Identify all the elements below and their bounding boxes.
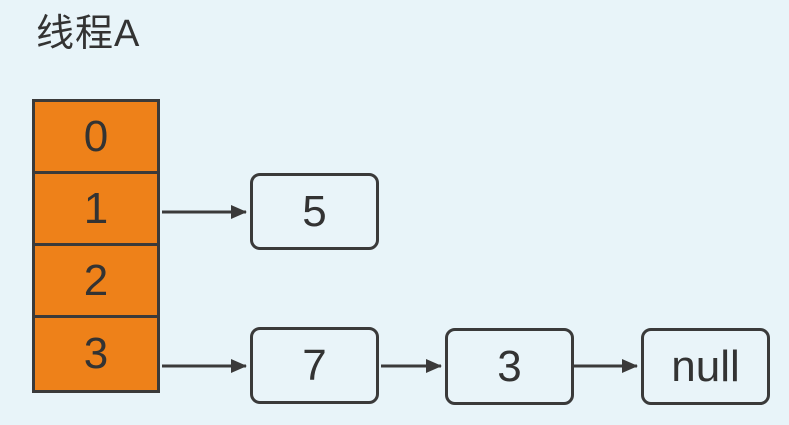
list-node-null: null (641, 328, 770, 405)
thread-title: 线程A (36, 13, 141, 55)
list-node-7-label: 7 (302, 340, 327, 390)
list-node-null-label: null (671, 341, 740, 391)
list-node-3-label: 3 (497, 341, 522, 391)
bucket-label-1: 1 (83, 183, 109, 233)
bucket-cell-1: 1 (35, 174, 157, 246)
list-node-7: 7 (250, 327, 379, 404)
bucket-array: 0 1 2 3 (32, 99, 160, 393)
bucket-cell-0: 0 (35, 102, 157, 174)
bucket-label-0: 0 (83, 111, 109, 161)
list-node-5: 5 (250, 173, 379, 250)
bucket-cell-3: 3 (35, 318, 157, 390)
list-node-5-label: 5 (302, 186, 327, 236)
bucket-cell-2: 2 (35, 246, 157, 318)
list-node-3: 3 (445, 328, 574, 405)
bucket-label-3: 3 (83, 329, 109, 378)
bucket-label-2: 2 (83, 255, 109, 305)
